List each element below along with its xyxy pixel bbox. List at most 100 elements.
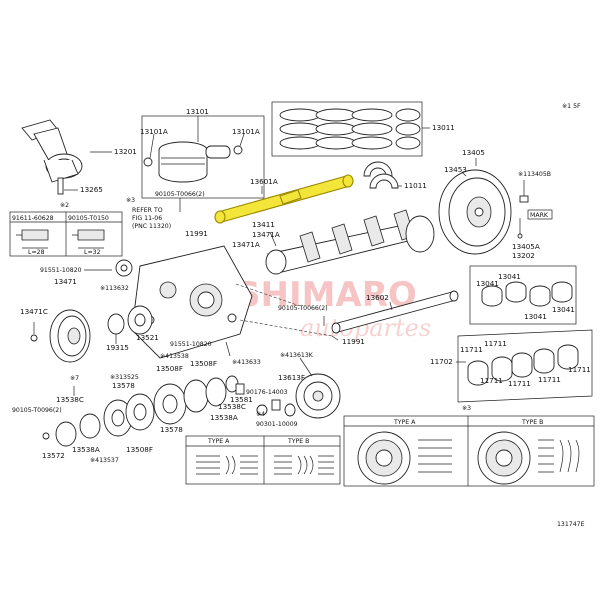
main-bearings-box[interactable] [469, 265, 577, 325]
callout-note-2: ※2 [60, 202, 69, 209]
callout-13041-a: 13041 [498, 272, 521, 281]
callout-note-4a: ※4 [256, 411, 265, 418]
callout-13041-c: 13041 [524, 312, 547, 321]
balance-shaft-13601A[interactable] [214, 174, 354, 224]
figure-code: 131747E [557, 521, 585, 528]
callout-13633: ※413633 [232, 359, 261, 366]
chain-type-box-left [185, 435, 341, 485]
callout-90105-T0066-b: 90105-T0066(2) [278, 305, 328, 312]
callout-91551-10820-a: 91551-10820 [40, 267, 82, 274]
callout-19315: 19315 [106, 343, 129, 352]
callout-13572: 13572 [42, 451, 65, 460]
callout-13508F-c: 13508F [126, 445, 153, 454]
connecting-rod[interactable] [21, 119, 112, 195]
balance-shaft-13602[interactable] [331, 290, 459, 334]
callout-13201: 13201 [114, 147, 137, 156]
callout-13538: ※413538 [160, 353, 189, 360]
callout-13613K: ※413613K [280, 352, 314, 359]
piston-rings-set[interactable] [271, 101, 430, 157]
callout-13525: ※313525 [110, 374, 139, 381]
callout-13011: 13011 [432, 123, 455, 132]
callout-13581: 13581 [230, 395, 253, 404]
gear-type-b[interactable] [477, 431, 580, 485]
callout-13411: 13411 [252, 220, 275, 229]
callout-91611-60628: 91611-60628 [12, 215, 54, 222]
callout-11711-d: 11711 [538, 375, 561, 384]
callout-13508F-top: 13508F [190, 359, 217, 368]
callout-13041-b: 13041 [476, 279, 499, 288]
gear-stack-front[interactable] [42, 375, 239, 447]
callout-13521: 13521 [136, 333, 159, 342]
oring-90301[interactable] [284, 403, 296, 417]
callout-13101: 13101 [186, 107, 209, 116]
washer-90176[interactable] [256, 399, 281, 416]
type-label-left-a: TYPE A [207, 438, 230, 445]
mark-label: MARK [530, 212, 549, 219]
flywheel-bolt[interactable] [519, 195, 529, 203]
sprocket-13613K[interactable] [295, 357, 341, 419]
callout-13538C-b: 13538C [56, 395, 84, 404]
bolt-detail-box [9, 211, 123, 257]
callout-90105-T0096: 90105-T0096(2) [12, 407, 62, 414]
piston-assembly[interactable] [141, 115, 265, 199]
callout-13471A-b: 13471A [232, 240, 260, 249]
callout-13202: 13202 [512, 251, 535, 260]
callout-13405: 13405 [462, 148, 485, 157]
note-3: ※3 [462, 405, 471, 412]
gear-type-a[interactable] [357, 431, 452, 485]
key-19315[interactable] [107, 313, 125, 344]
callout-13041-d: 13041 [552, 305, 575, 314]
callout-90105-T0150: 90105-T0150 [68, 215, 109, 222]
callout-13537: ※413537 [90, 457, 119, 464]
watermark: SHIMARO autopartes [236, 275, 431, 342]
callout-note-3-top: ※3 [126, 197, 135, 204]
small-bolt-13581[interactable] [235, 383, 245, 395]
callout-91551-10820-b: 91551-10820 [170, 341, 212, 348]
type-label-right-a: TYPE A [393, 419, 416, 426]
refer-note-line1: REFER TO [132, 207, 163, 214]
callout-note-7: ※7 [70, 375, 79, 382]
sprocket-13521[interactable] [127, 305, 153, 335]
callout-13601A: 13601A [250, 177, 278, 186]
callout-90301-10009: 90301-10009 [256, 421, 298, 428]
callout-13602: 13602 [366, 293, 389, 302]
gear-type-box-right [343, 415, 595, 487]
callout-13101A-left: 13101A [140, 127, 168, 136]
type-label-left-b: TYPE B [287, 438, 309, 445]
callout-13538C-a: 13538C [218, 402, 246, 411]
callout-13405A: 13405A [512, 242, 540, 251]
crankshaft[interactable] [265, 209, 435, 275]
rod-bearings-box[interactable] [457, 329, 593, 403]
callout-11711-a: 11711 [484, 339, 507, 348]
callout-13538A-a: 13538A [210, 413, 238, 422]
crank-sprocket[interactable] [115, 259, 133, 277]
callout-13471A-a: 13471A [252, 230, 280, 239]
callout-90105-T0066-a: 90105-T0066(2) [155, 191, 205, 198]
callout-13613F: 13613F [278, 373, 305, 382]
callout-13508F-a: 13508F [156, 364, 183, 373]
callout-13453: 13453 [444, 165, 467, 174]
callout-11711-e: 11711 [568, 365, 591, 374]
callout-11702: 11702 [430, 357, 453, 366]
callout-13578-a: 13578 [112, 381, 135, 390]
watermark-main: SHIMARO [236, 275, 417, 315]
callout-13632: ※113632 [100, 285, 129, 292]
crank-pulley[interactable] [30, 309, 91, 363]
type-label-right-b: TYPE B [521, 419, 543, 426]
refer-note-line3: (PNC 11320) [132, 223, 171, 230]
callout-13101A-right: 13101A [232, 127, 260, 136]
callout-L32: L=32 [84, 249, 101, 256]
mark-pin[interactable] [517, 218, 523, 239]
callout-11711-b: 11711 [460, 345, 483, 354]
corner-note: ※1 5F [562, 103, 581, 110]
callout-11991-a: 11991 [185, 229, 208, 238]
callout-13265: 13265 [80, 185, 103, 194]
callout-13538A-b: 13538A [72, 445, 100, 454]
thrust-washers[interactable] [363, 161, 402, 189]
callout-11991-b: 11991 [342, 337, 365, 346]
callout-13471C: 13471C [20, 307, 48, 316]
callout-11711-c: 11711 [508, 379, 531, 388]
flywheel[interactable] [438, 158, 512, 255]
